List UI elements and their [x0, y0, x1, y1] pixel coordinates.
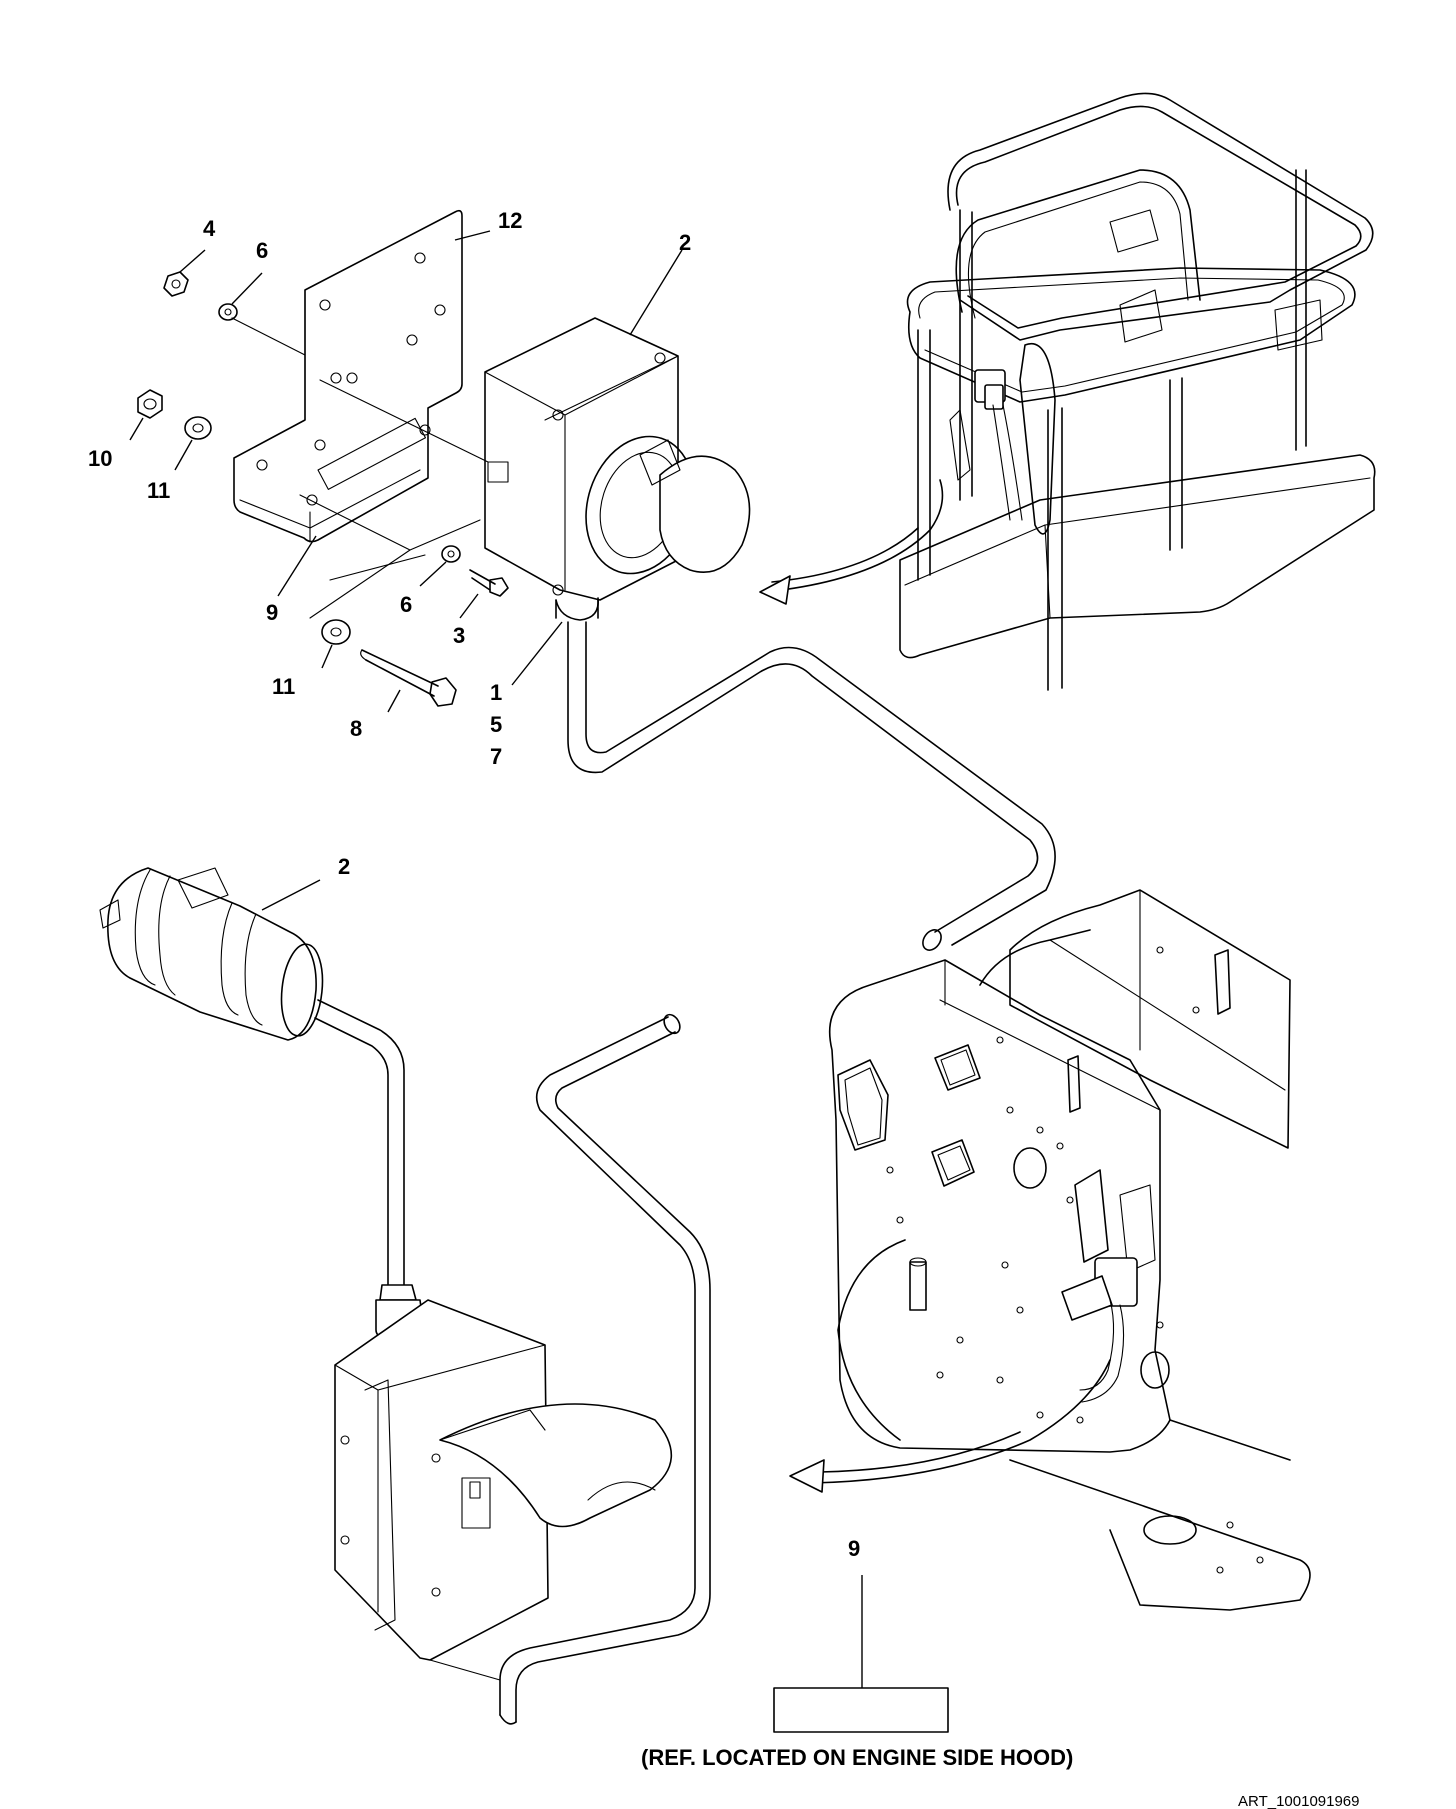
callout-4: 4: [203, 216, 216, 241]
callout-1: 1: [490, 680, 502, 705]
art-id: ART_1001091969: [1238, 1793, 1360, 1809]
long-bolt-icon: [360, 649, 457, 707]
callout-11: 11: [147, 478, 170, 503]
socket-enclosure: [334, 1299, 673, 1661]
power-cable: [567, 621, 1039, 933]
decal-reference: [773, 1575, 949, 1733]
leader-line: [261, 879, 321, 911]
cable-gland: [555, 597, 599, 621]
callout-6: 6: [400, 592, 412, 617]
callout-numbers: 4 12 6 2 10 11 9 6 3 11 1 5 7 8 2 9: [88, 208, 860, 1561]
callout-3: 3: [453, 623, 465, 648]
callout-9: 9: [266, 600, 278, 625]
location-arrow: [759, 479, 944, 605]
callout-10: 10: [88, 446, 112, 471]
mounting-assembly-top: [129, 209, 1056, 951]
platform-basket: [899, 92, 1376, 691]
callout-5: 5: [490, 712, 502, 737]
plug-connector: [99, 867, 324, 1041]
frame-tubing: [499, 1016, 696, 1716]
callout-8: 8: [350, 716, 362, 741]
leader-lines-top: [129, 230, 683, 713]
washer-icon: [321, 619, 351, 645]
location-arrow: [789, 1359, 1111, 1493]
washer-icon: [441, 545, 461, 563]
callout-9: 9: [848, 1536, 860, 1561]
plug-assembly-bottom: [99, 867, 1111, 1725]
callout-2: 2: [679, 230, 691, 255]
callout-7: 7: [490, 744, 502, 769]
reference-note: (REF. LOCATED ON ENGINE SIDE HOOD): [641, 1745, 1073, 1770]
washer-icon: [218, 303, 238, 321]
socket-enclosure: [484, 317, 751, 601]
large-hex-nut-icon: [137, 389, 163, 419]
bolt-icon: [469, 569, 509, 597]
callout-11: 11: [272, 674, 295, 699]
machine-chassis: [828, 889, 1311, 1611]
washer-icon: [184, 416, 212, 440]
callout-6: 6: [256, 238, 268, 263]
callout-12: 12: [498, 208, 522, 233]
hex-nut-icon: [163, 271, 189, 297]
power-cable: [317, 999, 405, 1286]
mounting-bracket: [233, 209, 463, 543]
decal-placeholder: [773, 1687, 949, 1733]
callout-2: 2: [338, 854, 350, 879]
